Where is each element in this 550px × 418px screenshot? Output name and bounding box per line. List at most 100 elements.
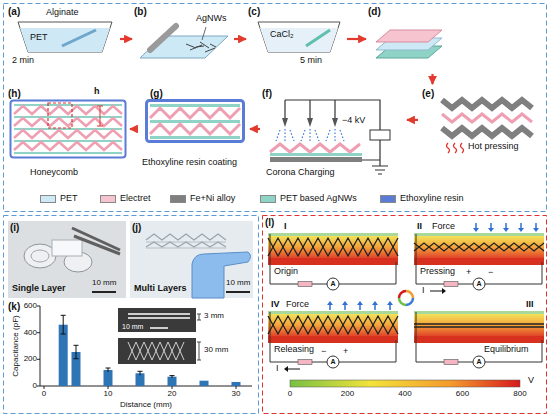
mechanism-stage: [430, 291, 442, 292]
photo-single-layer: [8, 221, 126, 298]
corona-setup: [270, 144, 360, 152]
corona-setup: [362, 140, 388, 174]
layer-stack: [376, 30, 442, 42]
mechanism-stage: [268, 311, 398, 368]
panel-letter: (g): [150, 88, 163, 99]
stage-name: Releasing: [274, 345, 314, 355]
legend-swatch: [260, 195, 276, 203]
cycle-symbol: [406, 298, 413, 305]
colorbar-unit: V: [528, 376, 534, 386]
honeycomb-stack: [11, 101, 126, 158]
step-label: CaCl₂: [270, 30, 294, 40]
cacl2-bath: [258, 22, 340, 52]
alginate-bath: [20, 28, 110, 52]
corona-setup: [285, 100, 380, 130]
bar-chart: [37, 306, 252, 389]
mechanism-stage: [268, 316, 398, 334]
step-label: 2 min: [12, 56, 34, 66]
panel-letter: (l): [265, 217, 274, 228]
bar-chart: [128, 342, 184, 360]
bar-chart: [128, 317, 190, 319]
axis-title: Distance (mm): [120, 401, 172, 410]
photo-multi-layers: [130, 221, 253, 298]
panel-letter: (e): [422, 88, 434, 99]
tick-label: 600: [24, 302, 37, 311]
bar-chart: [37, 306, 236, 389]
mechanism-stage: [414, 233, 544, 290]
step-label: Corona Charging: [266, 168, 335, 178]
honeycomb-stack: [48, 103, 72, 128]
stage-name: Pressing: [420, 267, 455, 277]
resin-coated-stack: [150, 124, 240, 134]
process-step: (c)CaCl₂5 min: [248, 6, 345, 72]
step-label: AgNWs: [196, 14, 227, 24]
legend-text: Electret: [120, 194, 151, 204]
mechanism-stage: [473, 223, 539, 232]
mechanism-stage: [268, 223, 544, 372]
dimension-label: 30 mm: [204, 346, 228, 355]
ammeter-label: A: [476, 358, 481, 366]
panel-frame: [4, 216, 259, 414]
step-label: Alginate: [46, 8, 79, 18]
panel-letter: (j): [132, 222, 141, 233]
photo-single-layer: [8, 221, 126, 298]
process-step: (a) AlginatePET 2 min: [8, 6, 118, 72]
photo-single-layer: [52, 240, 82, 256]
polarity-sign: +: [466, 268, 471, 278]
force-label: Force: [286, 300, 309, 310]
bar-chart: [59, 325, 241, 386]
photo-multi-layers: [146, 242, 226, 248]
process-step: (b) AgNWs: [134, 6, 232, 72]
cacl2-bath: [260, 28, 338, 52]
stage-number: III: [526, 300, 534, 310]
photo-multi-layers: [146, 234, 226, 240]
step-label: Honeycomb: [30, 168, 78, 178]
resin-coated-stack: [150, 108, 240, 118]
hot-press: [442, 100, 532, 108]
honeycomb-stack: [11, 101, 126, 158]
cycle-symbol: [399, 298, 406, 305]
alginate-bath: [62, 30, 96, 46]
legend-text: Fe+Ni alloy: [190, 194, 235, 204]
polarity-sign: −: [321, 347, 326, 357]
honeycomb-stack: [14, 118, 122, 126]
process-step: (e)Hot pressing: [420, 86, 540, 154]
process-step: (f)Corona Charging−4 kV: [262, 86, 405, 182]
panel-letter: (b): [134, 6, 147, 17]
photo-caption: Multi Layers: [134, 284, 187, 294]
panel-letter: (f): [262, 88, 272, 99]
resin-coated-stack: [150, 136, 240, 139]
dimension-label: 3 mm: [204, 312, 224, 321]
tick-label: 200: [24, 355, 37, 364]
photo-single-layer: [24, 244, 56, 268]
honeycomb-stack: [14, 130, 122, 138]
agnw-coating: [202, 27, 206, 40]
stage-number: I: [284, 222, 287, 232]
panel-frame: [263, 216, 547, 414]
resin-coated-stack: [147, 101, 244, 142]
colorbar-tick: 600: [456, 390, 469, 399]
honeycomb-stack: [14, 140, 122, 142]
photo-multi-layers: [146, 242, 226, 247]
process-step: (h)hHoneycomb: [8, 86, 128, 185]
tick-label: 0: [42, 389, 46, 398]
process-arrow: [347, 38, 366, 40]
mechanism-stage: [268, 238, 398, 256]
bar-chart: [128, 313, 190, 315]
hot-press: [442, 114, 532, 122]
scale-label: 10 mm: [226, 279, 250, 288]
panel-letter: (c): [248, 6, 260, 17]
agnw-coating: [186, 42, 216, 52]
legend-text: PET based AgNWs: [280, 194, 357, 204]
panel-letter: (a): [8, 6, 20, 17]
photo-multi-layers: [226, 291, 250, 293]
photo-single-layer: [92, 291, 116, 293]
bar-chart: [118, 338, 196, 364]
step-label: PET: [30, 33, 48, 43]
resin-coated-stack: [150, 120, 240, 123]
honeycomb-stack: [14, 106, 122, 114]
process-step: (g)Ethoxyline resin coating: [140, 86, 248, 172]
tick-label: 10: [104, 389, 113, 398]
